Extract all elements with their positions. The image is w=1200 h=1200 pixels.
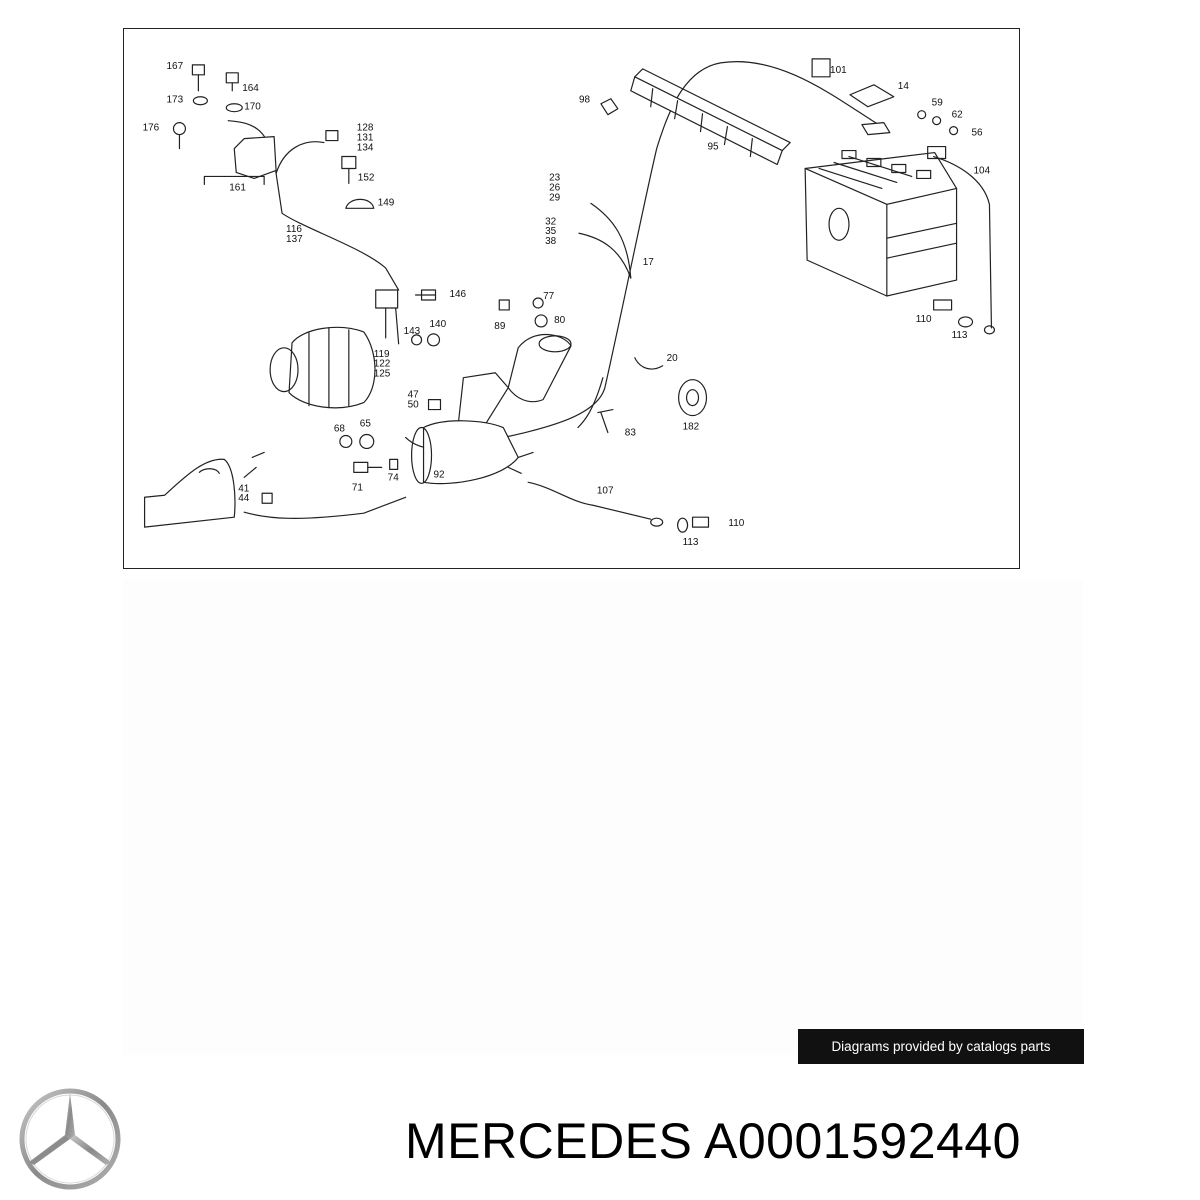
callout-label: 176 [143, 123, 160, 134]
callout-label: 68 [334, 424, 346, 435]
callout-label: 101 [830, 65, 847, 76]
callout-label: 182 [683, 422, 700, 433]
fuse-harness-left [203, 120, 400, 345]
callout-label: 161 [229, 182, 246, 193]
callout-label: 149 [378, 197, 395, 208]
callout-label: 62 [952, 110, 964, 121]
callout-label: 116 [286, 224, 302, 235]
callout-label: 98 [579, 95, 591, 106]
callout-label: 173 [167, 95, 184, 106]
callout-label: 152 [358, 172, 375, 183]
callout-label: 104 [974, 165, 991, 176]
callout-label: 20 [667, 353, 679, 364]
callout-label: 125 [374, 369, 391, 380]
callout-label: 47 [408, 390, 420, 401]
callout-label: 89 [494, 321, 506, 332]
callout-label: 77 [543, 291, 555, 302]
callout-label: 71 [352, 482, 364, 493]
callout-label: 110 [916, 314, 932, 325]
callout-label: 146 [449, 289, 466, 300]
brand-title: MERCEDES A0001592440 [405, 1113, 1021, 1169]
callout-label: 38 [545, 236, 557, 247]
callout-label: 122 [374, 359, 391, 370]
callout-label: 29 [549, 192, 561, 203]
callout-label: 110 [728, 518, 744, 529]
callout-label: 74 [388, 472, 400, 483]
callout-label: 119 [374, 349, 390, 360]
callout-label: 95 [707, 142, 719, 153]
starter-motor-illustration [410, 333, 572, 485]
callout-label: 92 [434, 469, 446, 480]
callout-label: 134 [357, 143, 374, 154]
blank-diagram-area [123, 580, 1083, 1055]
callout-label: 44 [238, 493, 250, 504]
ground-cable-107 [527, 481, 664, 527]
callout-label: 137 [286, 234, 303, 245]
callout-label: 56 [972, 128, 984, 139]
callout-label: 23 [549, 172, 561, 183]
callout-label: 26 [549, 182, 561, 193]
small-hardware-parts [172, 64, 974, 533]
battery-cable-104 [927, 145, 996, 335]
callout-label: 32 [545, 216, 557, 227]
callout-label: 170 [244, 102, 261, 113]
callout-label: 131 [357, 133, 374, 144]
callout-label: 128 [357, 123, 374, 134]
callout-label: 35 [545, 226, 557, 237]
callout-labels: 167 164 173 170 176 161 128 131 134 152 … [143, 61, 991, 548]
credit-text: Diagrams provided by catalogs parts [831, 1039, 1051, 1054]
callout-label: 143 [404, 326, 421, 337]
battery-illustration [804, 149, 958, 297]
callout-label: 65 [360, 419, 372, 430]
wiring-diagram-drawing: 167 164 173 170 176 161 128 131 134 152 … [143, 58, 996, 548]
callout-label: 14 [898, 81, 910, 92]
engine-block-outline [143, 451, 407, 528]
callout-label: 113 [952, 330, 968, 341]
callout-label: 167 [167, 61, 184, 72]
callout-label: 50 [408, 400, 420, 411]
callout-label: 59 [932, 98, 944, 109]
alternator-illustration [269, 326, 376, 409]
callout-label: 107 [597, 485, 614, 496]
parts-diagram: 167 164 173 170 176 161 128 131 134 152 … [123, 28, 1020, 569]
callout-label: 164 [242, 83, 259, 94]
callout-label: 113 [683, 537, 699, 548]
mercedes-star-icon [19, 1088, 121, 1190]
callout-label: 41 [238, 483, 250, 494]
relay-bracket-95 [600, 58, 959, 166]
callout-label: 80 [554, 315, 566, 326]
callout-label: 83 [625, 427, 637, 438]
callout-label: 17 [643, 257, 655, 268]
callout-label: 140 [430, 319, 447, 330]
diagram-credit-badge: Diagrams provided by catalogs parts [798, 1029, 1084, 1064]
